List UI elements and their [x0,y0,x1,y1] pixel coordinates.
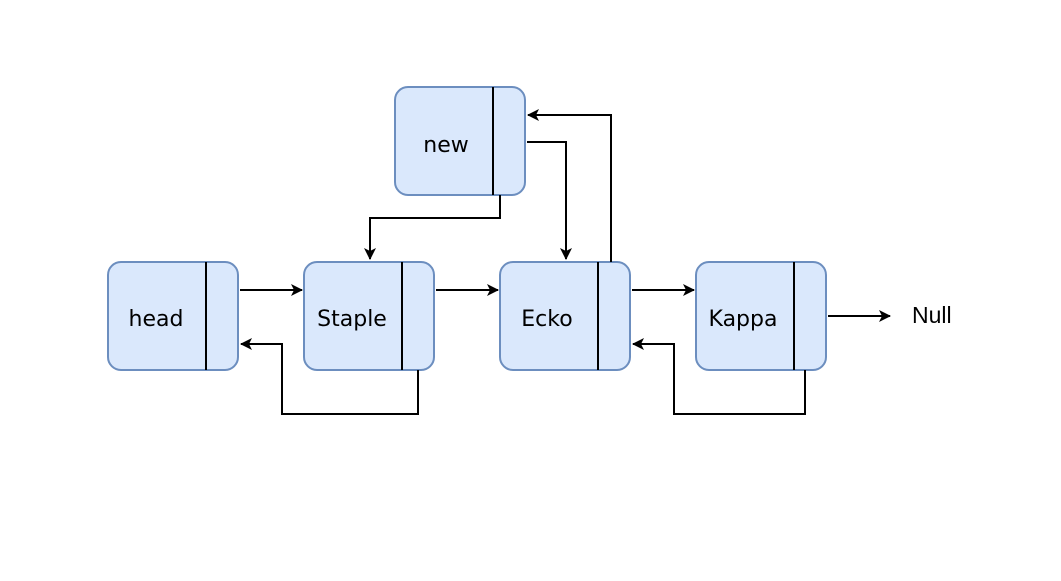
node-ecko[interactable]: Ecko [499,261,631,371]
arrow-new-to-ecko [527,141,572,260]
null-terminal-label: Null [912,302,952,328]
node-ecko-label: Ecko [521,307,572,332]
node-new-label: new [423,133,468,158]
node-kappa[interactable]: Kappa [695,261,827,371]
node-head[interactable]: head [107,261,239,371]
arrow-new-to-staple [364,195,501,260]
node-kappa-label: Kappa [709,307,778,332]
arrow-staple-to-head [240,338,419,415]
arrow-kappa-to-ecko [632,338,806,415]
node-new[interactable]: new [394,86,526,196]
arrow-ecko-to-new [527,109,612,262]
node-staple-label: Staple [317,307,387,332]
node-staple[interactable]: Staple [303,261,435,371]
node-head-label: head [129,307,184,332]
